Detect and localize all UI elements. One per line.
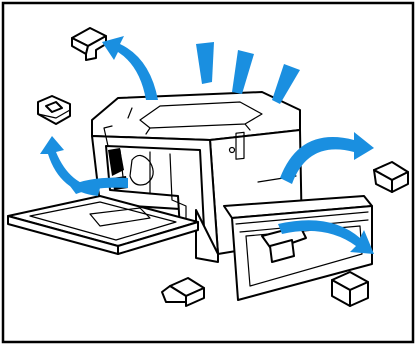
emphasis-ray-2: [232, 50, 254, 94]
arrow-top-left: [102, 36, 158, 100]
arrow-bottom-right: [278, 220, 374, 254]
arrow-right-upper: [280, 132, 374, 184]
emphasis-ray-3: [272, 64, 300, 104]
packing-material-bottom-right: [331, 271, 369, 307]
packing-material-left: [37, 95, 71, 125]
printer-base: [195, 209, 219, 263]
arrow-front-door: [70, 177, 128, 194]
arrow-left: [40, 136, 100, 196]
packing-material-right: [373, 161, 409, 193]
packing-material-bottom-center: [161, 277, 205, 307]
emphasis-ray-1: [196, 42, 214, 84]
front-cover-open: [7, 195, 199, 255]
packing-material-top-left: [71, 27, 107, 61]
printer-side-vent: [235, 131, 245, 160]
removal-arrows: [40, 36, 374, 254]
